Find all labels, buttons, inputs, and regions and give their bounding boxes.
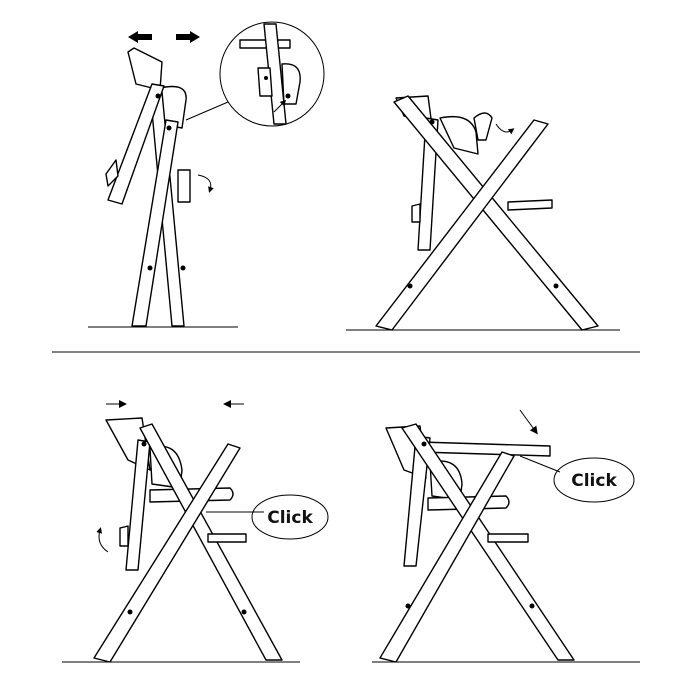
arrow-left-icon: [128, 31, 152, 43]
rear-leg: [375, 119, 549, 331]
footrest: [177, 169, 191, 203]
detail-circle: [219, 21, 325, 127]
detail-leader: [185, 101, 229, 121]
bolt: [155, 93, 161, 99]
click-label: Click: [267, 508, 313, 528]
arrow-right-icon: [176, 31, 200, 43]
footrest: [487, 533, 529, 543]
bolt: [553, 283, 559, 289]
bolt: [407, 283, 413, 289]
callout-bubble: [553, 457, 635, 503]
seat-support: [473, 112, 493, 141]
move-apart-arrows: [128, 31, 200, 43]
bolt: [141, 441, 147, 447]
rear-leg: [131, 119, 179, 327]
side-bracket: [411, 203, 421, 223]
bolt: [241, 609, 247, 615]
seat-back: [127, 47, 163, 91]
detail-clip: [257, 67, 273, 97]
bolt: [180, 265, 186, 271]
seat-shell: [159, 85, 187, 129]
footrest: [207, 533, 247, 543]
footrest: [507, 199, 553, 211]
side-bracket: [105, 159, 119, 187]
arrow-down-icon: [519, 409, 538, 435]
detail-rod: [239, 39, 291, 49]
panel-step-2: [346, 95, 620, 331]
bolt: [529, 603, 535, 609]
rotate-arrow-icon: [495, 123, 515, 135]
rear-leg: [379, 451, 515, 663]
front-leg: [393, 95, 599, 331]
detail-zoom: [185, 21, 325, 127]
rear-leg: [93, 443, 241, 663]
panel-step-4: Click: [372, 409, 640, 663]
rotate-arrow-icon: [96, 527, 109, 553]
tray-top: [419, 441, 551, 457]
back-leg: [125, 439, 151, 571]
bolt: [421, 441, 427, 447]
bolt: [147, 265, 153, 271]
detail-bracket: [281, 63, 301, 105]
detail-screw: [285, 93, 291, 99]
panel-step-1: [88, 21, 325, 328]
side-bracket: [119, 525, 129, 547]
panel-step-3: Click: [62, 400, 329, 663]
callout-bubble: [251, 494, 329, 540]
click-label: Click: [571, 471, 617, 491]
bolt: [166, 125, 172, 131]
bolt: [405, 603, 411, 609]
click-callout: Click: [206, 494, 329, 540]
callout-pointer: [519, 455, 561, 473]
back-leg: [107, 83, 165, 205]
detail-screw: [264, 76, 268, 80]
rotate-arrow-icon: [197, 174, 214, 193]
push-arrow-icon: [273, 99, 287, 113]
seat-shell: [439, 115, 479, 155]
click-callout: Click: [519, 455, 635, 503]
bolt: [429, 119, 435, 125]
bolt: [127, 609, 133, 615]
